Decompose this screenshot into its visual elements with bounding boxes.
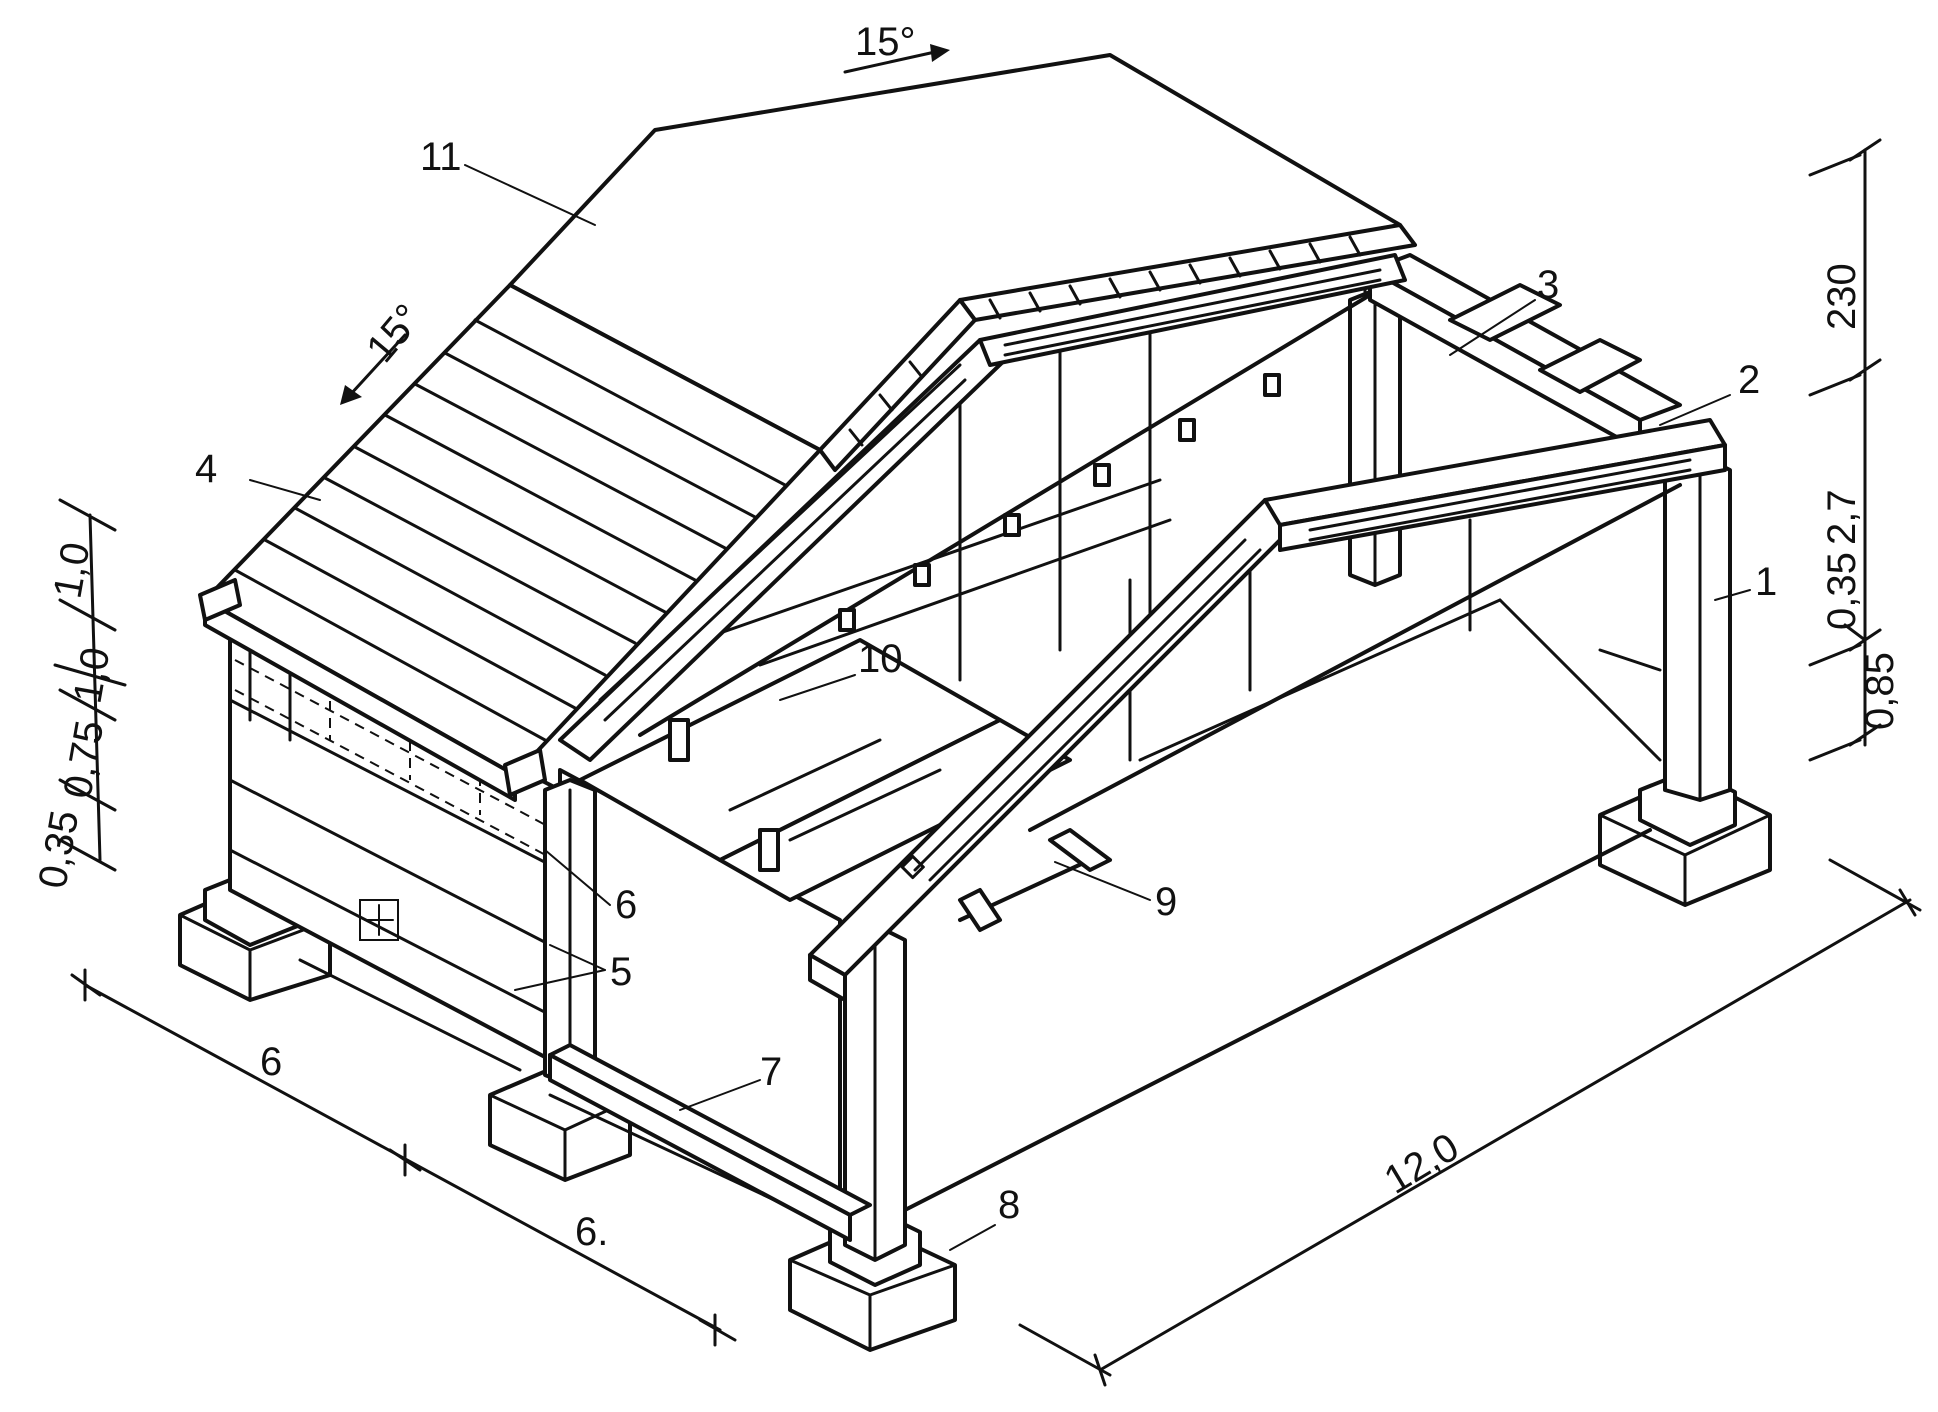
callout-3: 3 bbox=[1537, 263, 1559, 307]
dim-height-total: 230 bbox=[1820, 263, 1864, 330]
callout-7: 7 bbox=[760, 1050, 782, 1094]
callout-leaders bbox=[249, 164, 1751, 1251]
callout-10: 10 bbox=[858, 637, 903, 681]
back-gable-frame bbox=[558, 253, 1407, 762]
callout-labels: 1 2 3 4 5 6 7 8 9 10 11 bbox=[195, 135, 1777, 1227]
angle-label-left: 15° bbox=[358, 296, 431, 371]
callout-8: 8 bbox=[998, 1183, 1020, 1227]
purlin bbox=[958, 828, 1112, 932]
angle-label-top: 15° bbox=[855, 20, 916, 64]
dim-left-b: 1,0 bbox=[66, 644, 119, 706]
left-wall-panels bbox=[228, 618, 562, 1067]
dim-left-c: 0,75 bbox=[56, 717, 113, 801]
dim-height-column: 2,7 bbox=[1820, 489, 1864, 545]
callout-2: 2 bbox=[1738, 358, 1760, 402]
dim-height-beam: 0,35 bbox=[1820, 552, 1864, 630]
front-gable-frame bbox=[808, 418, 1727, 1002]
back-wall-beam bbox=[1368, 253, 1682, 452]
callout-9: 9 bbox=[1155, 880, 1177, 924]
callout-11: 11 bbox=[420, 135, 462, 179]
dim-width-2: 6. bbox=[575, 1210, 608, 1254]
callout-1: 1 bbox=[1755, 560, 1777, 604]
floor-slab-element bbox=[578, 638, 1072, 902]
tie-beam bbox=[548, 1043, 872, 1242]
dim-left-d: 0,35 bbox=[31, 807, 88, 891]
dimension-left: 1,0 1,0 0,75 0,35 bbox=[31, 498, 127, 892]
roof-surface bbox=[198, 53, 1417, 802]
angle-arrow-top: 15° bbox=[843, 20, 950, 74]
callout-5: 5 bbox=[610, 950, 632, 994]
dim-left-a: 1,0 bbox=[46, 539, 99, 601]
dim-width-1: 6 bbox=[260, 1040, 282, 1084]
dimension-height: 230 2,7 0,35 0,85 bbox=[1808, 138, 1902, 762]
column-right bbox=[1663, 453, 1732, 802]
column-middle bbox=[543, 778, 597, 1087]
dimension-width: 6 6. bbox=[70, 968, 737, 1347]
callout-6: 6 bbox=[615, 883, 637, 927]
dim-length: 12,0 bbox=[1377, 1125, 1466, 1203]
dim-height-base: 0,85 bbox=[1858, 652, 1902, 730]
callout-4: 4 bbox=[195, 447, 217, 491]
dimension-length: 12,0 bbox=[1018, 858, 1922, 1387]
